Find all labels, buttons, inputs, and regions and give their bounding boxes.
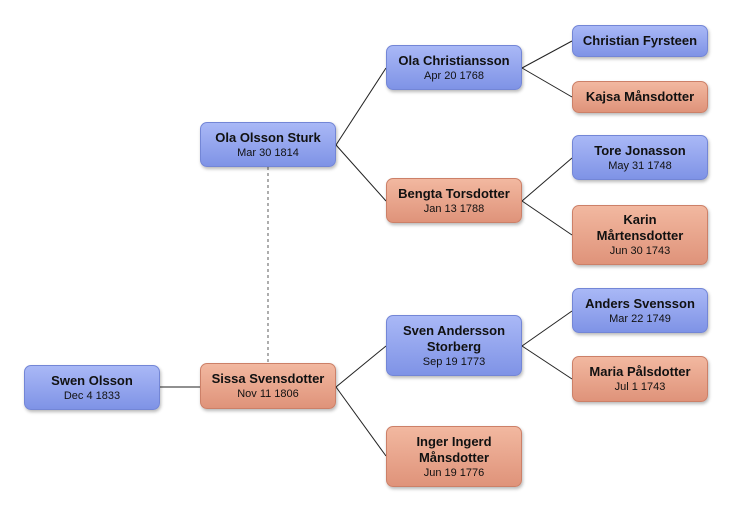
- person-name: Karin Mårtensdotter: [596, 212, 684, 243]
- connector-line: [521, 310, 573, 347]
- person-name: Sissa Svensdotter: [211, 371, 325, 386]
- person-name: Swen Olsson: [51, 372, 133, 388]
- person-swen-olsson[interactable]: Swen Olsson Dec 4 1833: [24, 365, 160, 410]
- connector-line: [521, 157, 573, 202]
- person-date: Dec 4 1833: [63, 389, 121, 402]
- person-karin-martensdotter[interactable]: Karin Mårtensdotter Jun 30 1743: [572, 205, 708, 265]
- person-date: Jan 13 1788: [423, 202, 485, 215]
- connector-line: [335, 345, 387, 388]
- person-name: Sven Andersson Storberg: [402, 322, 506, 354]
- connector-line: [335, 67, 387, 146]
- person-sven-andersson-storberg[interactable]: Sven Andersson Storberg Sep 19 1773: [386, 315, 522, 376]
- person-sissa-svensdotter[interactable]: Sissa Svensdotter Nov 11 1806: [200, 363, 336, 409]
- person-anders-svensson[interactable]: Anders Svensson Mar 22 1749: [572, 288, 708, 333]
- connector-line: [335, 144, 387, 202]
- person-date: Jul 1 1743: [614, 381, 666, 393]
- person-date: Apr 20 1768: [424, 69, 484, 82]
- connector-line: [521, 67, 573, 98]
- connector-line: [521, 200, 573, 236]
- person-christian-fyrsteen[interactable]: Christian Fyrsteen: [572, 25, 708, 57]
- person-name: Bengta Torsdotter: [398, 185, 510, 201]
- connector-line: [521, 40, 573, 69]
- person-tore-jonasson[interactable]: Tore Jonasson May 31 1748: [572, 135, 708, 180]
- person-name: Maria Pålsdotter: [589, 364, 691, 379]
- connector-line: [521, 345, 573, 380]
- person-ola-christiansson[interactable]: Ola Christiansson Apr 20 1768: [386, 45, 522, 90]
- person-date: Jun 19 1776: [423, 466, 485, 479]
- person-date: Mar 30 1814: [237, 146, 299, 159]
- person-name: Ola Olsson Sturk: [215, 129, 321, 145]
- person-name: Anders Svensson: [585, 295, 695, 311]
- person-name: Inger Ingerd Månsdotter: [416, 433, 492, 465]
- person-name: Kajsa Månsdotter: [585, 89, 695, 104]
- person-date: Jun 30 1743: [609, 245, 671, 257]
- person-maria-palsdotter[interactable]: Maria Pålsdotter Jul 1 1743: [572, 356, 708, 402]
- person-date: Mar 22 1749: [609, 312, 671, 325]
- person-date: May 31 1748: [608, 159, 672, 172]
- person-date: Sep 19 1773: [422, 355, 486, 368]
- person-name: Tore Jonasson: [594, 142, 686, 158]
- person-name: Christian Fyrsteen: [582, 33, 698, 48]
- connector-line: [335, 386, 387, 457]
- person-inger-ingerd-mansdotter[interactable]: Inger Ingerd Månsdotter Jun 19 1776: [386, 426, 522, 487]
- person-name: Ola Christiansson: [398, 52, 510, 68]
- person-bengta-torsdotter[interactable]: Bengta Torsdotter Jan 13 1788: [386, 178, 522, 223]
- person-kajsa-mansdotter[interactable]: Kajsa Månsdotter: [572, 81, 708, 113]
- person-date: Nov 11 1806: [237, 388, 299, 400]
- person-ola-olsson-sturk[interactable]: Ola Olsson Sturk Mar 30 1814: [200, 122, 336, 167]
